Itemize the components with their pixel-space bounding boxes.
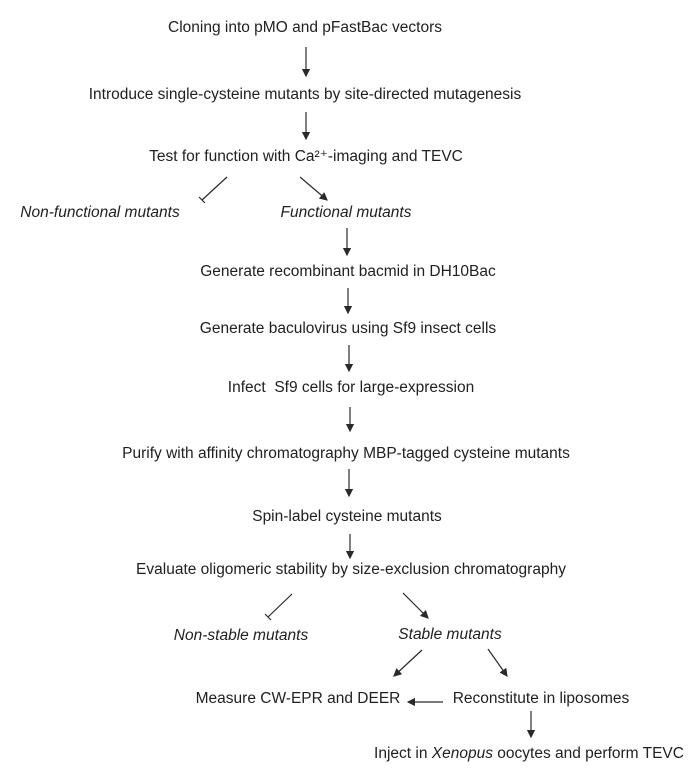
step-bacmid: Generate recombinant bacmid in DH10Bac [200, 263, 496, 280]
edge-test-to-functional [299, 176, 328, 201]
edge-stable-to-reconstitute [487, 648, 508, 677]
edge-evaluate-to-stable [402, 592, 429, 619]
label-non-stable-mutants: Non-stable mutants [173, 627, 309, 644]
edge-stable-to-measure [393, 649, 423, 677]
step-evaluate: Evaluate oligomeric stability by size-ex… [136, 561, 566, 578]
step-inject-suffix: oocytes and perform TEVC [492, 745, 684, 762]
step-test-function: Test for function with Ca²⁺-imaging and … [149, 148, 463, 165]
step-baculovirus: Generate baculovirus using Sf9 insect ce… [199, 320, 497, 337]
step-measure: Measure CW-EPR and DEER [195, 690, 401, 707]
step-spin-label: Spin-label cysteine mutants [252, 508, 442, 525]
step-reconstitute: Reconstitute in liposomes [452, 690, 630, 707]
label-functional-mutants: Functional mutants [280, 204, 412, 221]
step-inject-species: Xenopus [431, 745, 493, 762]
step-mutagenesis: Introduce single-cysteine mutants by sit… [88, 86, 522, 103]
step-purify: Purify with affinity chromatography MBP-… [122, 445, 570, 462]
label-non-functional-mutants: Non-functional mutants [20, 204, 180, 221]
edge-evaluate-to-nonstable-endbar [264, 613, 272, 621]
step-inject: Inject in Xenopus oocytes and perform TE… [374, 744, 684, 764]
label-stable-mutants: Stable mutants [398, 626, 502, 643]
edge-test-to-nonfunctional [201, 176, 228, 201]
step-inject-prefix: Inject in [374, 745, 432, 762]
edge-evaluate-to-nonstable [267, 593, 293, 618]
step-cloning: Cloning into pMO and pFastBac vectors [168, 19, 442, 36]
step-infect: Infect Sf9 cells for large-expression [227, 379, 475, 396]
edge-test-to-nonfunctional-endbar [198, 196, 206, 204]
